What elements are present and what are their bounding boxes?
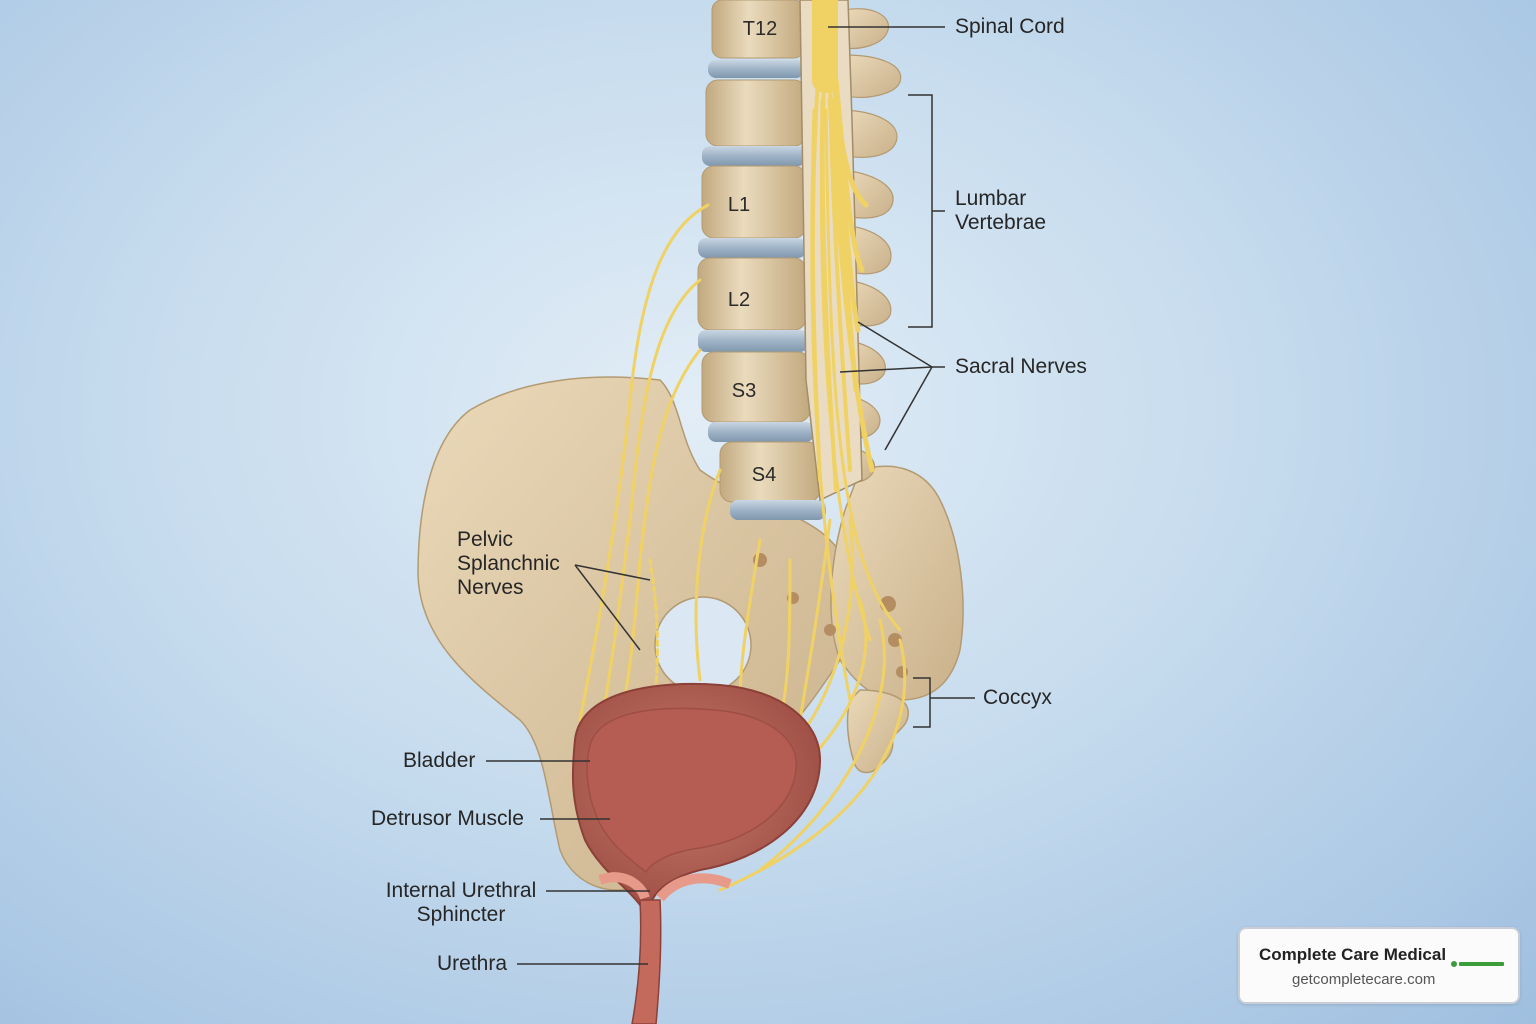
label-pelvic: Pelvic: [457, 528, 514, 551]
bladder: [571, 682, 822, 1024]
label-lumbar: Lumbar: [955, 187, 1027, 210]
label-coccyx: Coccyx: [983, 686, 1052, 709]
label-nerves: Nerves: [457, 576, 524, 599]
vertebra-label-s4: S4: [752, 464, 776, 486]
coccyx: [846, 689, 909, 774]
urethra-tube: [631, 899, 662, 1024]
label-splanchnic: Splanchnic: [457, 552, 560, 575]
label-urethra: Urethra: [437, 952, 508, 975]
sacrum: [830, 465, 964, 701]
label-sphincter: Sphincter: [416, 903, 506, 926]
label-internal-urethral: Internal Urethral: [385, 879, 537, 902]
vertebra-label-l2: L2: [728, 289, 750, 311]
label-bladder: Bladder: [403, 749, 476, 772]
vertebra-label-l1: L1: [728, 194, 750, 216]
credit-box: Complete Care Medical getcompletecare.co…: [1238, 927, 1520, 1004]
vertebra-label-s3: S3: [732, 380, 756, 402]
label-sacral-nerves: Sacral Nerves: [955, 355, 1087, 378]
brand-logo-icon: [1451, 961, 1504, 967]
pelvic-foramen: [654, 596, 752, 694]
leader-lines: [486, 26, 975, 965]
vertebra-label-t12: T12: [743, 18, 777, 40]
credit-name: Complete Care Medical: [1259, 945, 1447, 964]
spinal-nerves: [810, 0, 902, 702]
label-vertebrae: Vertebrae: [955, 211, 1047, 234]
label-spinal-cord: Spinal Cord: [955, 15, 1065, 38]
credit-url: getcompletecare.com: [1292, 971, 1436, 988]
vertebral-bodies: [697, 0, 826, 520]
label-detrusor-muscle: Detrusor Muscle: [371, 807, 524, 830]
